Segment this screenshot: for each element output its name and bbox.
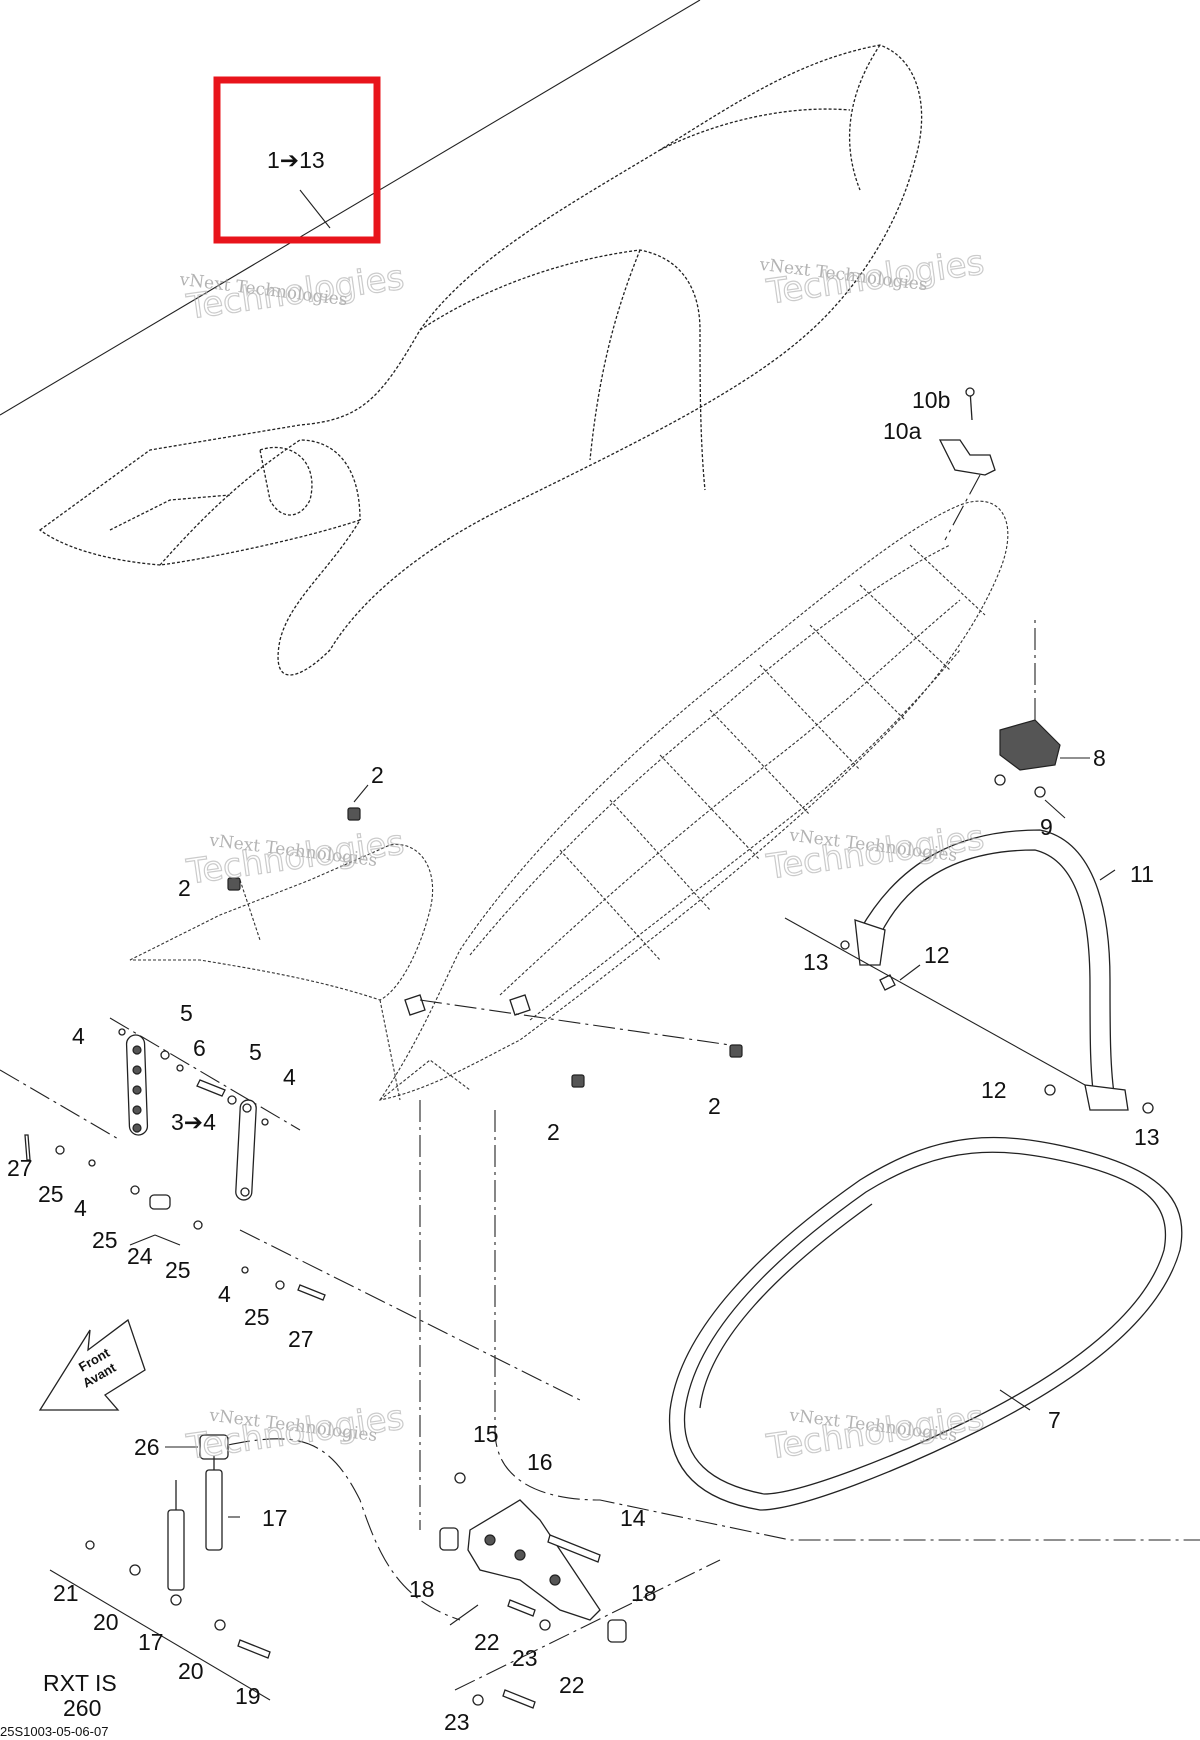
callout-22-b: 22 — [559, 1672, 585, 1698]
callout-17-b: 17 — [138, 1629, 164, 1655]
callout-10a: 10a — [883, 418, 922, 444]
bracket-assembly — [0, 1017, 581, 1401]
callout-19: 19 — [235, 1683, 261, 1709]
callout-25-d: 25 — [244, 1304, 270, 1330]
support-bracket-assembly — [419, 1100, 721, 1709]
model-note-line1: RXT IS — [43, 1670, 117, 1696]
callout-2-right: 2 — [708, 1093, 721, 1119]
callout-4-c: 4 — [74, 1195, 87, 1221]
callout-23-b: 23 — [444, 1709, 470, 1735]
callout-5-b: 5 — [249, 1039, 262, 1065]
callout-2-top: 2 — [371, 762, 384, 788]
model-note-line2: 260 — [63, 1695, 101, 1721]
callout-8: 8 — [1093, 745, 1106, 771]
callout-layer: 1➔13 10b 10a 8 9 11 12 13 12 13 2 2 2 2 … — [0, 147, 1160, 1739]
callout-13-lower: 13 — [1134, 1124, 1160, 1150]
callout-3-4: 3➔4 — [171, 1109, 216, 1135]
shock-assembly — [49, 1434, 461, 1701]
strap-assembly — [784, 829, 1154, 1114]
seat-assembly — [0, 0, 923, 676]
seal-assembly — [494, 1110, 1200, 1541]
callout-4-d: 4 — [218, 1281, 231, 1307]
callout-26: 26 — [134, 1434, 160, 1460]
callout-18-b: 18 — [631, 1580, 657, 1606]
callout-23-a: 23 — [512, 1645, 538, 1671]
callout-12-upper: 12 — [924, 942, 950, 968]
latch-hardware — [938, 387, 1090, 819]
callout-13-upper: 13 — [803, 949, 829, 975]
highlight-box — [213, 76, 381, 244]
callout-7: 7 — [1048, 1407, 1061, 1433]
callout-20-b: 20 — [178, 1658, 204, 1684]
callout-27-a: 27 — [7, 1155, 33, 1181]
callout-6: 6 — [193, 1035, 206, 1061]
callout-22-a: 22 — [474, 1629, 500, 1655]
callout-25-b: 25 — [92, 1227, 118, 1253]
callout-20-a: 20 — [93, 1609, 119, 1635]
watermark-large-1: Technologies — [184, 258, 407, 328]
callout-5-a: 5 — [180, 1000, 193, 1026]
seat-frame — [129, 500, 1009, 1101]
drawing-number: 25S1003-05-06-07 — [0, 1724, 108, 1739]
callout-4-b: 4 — [283, 1064, 296, 1090]
callout-27-b: 27 — [288, 1326, 314, 1352]
callout-21: 21 — [53, 1580, 79, 1606]
callout-24: 24 — [127, 1243, 153, 1269]
callout-14: 14 — [620, 1505, 646, 1531]
callout-2-left: 2 — [178, 875, 191, 901]
callout-15: 15 — [473, 1421, 499, 1447]
callout-4-a: 4 — [72, 1023, 85, 1049]
callout-1-13: 1➔13 — [267, 147, 325, 173]
callout-2-mid: 2 — [547, 1119, 560, 1145]
callout-10b: 10b — [912, 387, 950, 413]
callout-25-a: 25 — [38, 1181, 64, 1207]
callout-17-a: 17 — [262, 1505, 288, 1531]
callout-11: 11 — [1130, 861, 1154, 887]
callout-18-a: 18 — [409, 1576, 435, 1602]
callout-12-lower: 12 — [981, 1077, 1007, 1103]
watermark-layer: vNext Technologies Technologies vNext Te… — [178, 242, 988, 1468]
front-direction-arrow: Front Avant — [38, 1318, 146, 1411]
callout-25-c: 25 — [165, 1257, 191, 1283]
nut-hardware — [227, 784, 743, 1088]
callout-9: 9 — [1040, 814, 1053, 840]
callout-16: 16 — [527, 1449, 553, 1475]
